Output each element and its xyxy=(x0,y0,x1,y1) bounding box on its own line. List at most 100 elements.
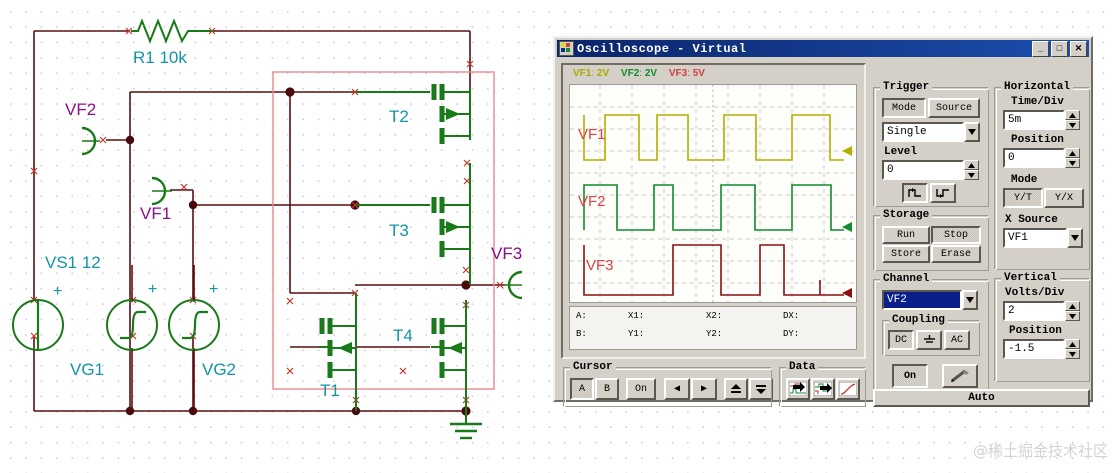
h-position-label: Position xyxy=(1011,134,1064,146)
trace-vf1 xyxy=(583,114,844,161)
oscilloscope-window[interactable]: Oscilloscope - Virtual _ □ ✕ VF1: 2V VF2… xyxy=(553,36,1093,407)
window-controls[interactable]: _ □ ✕ xyxy=(1032,40,1089,57)
trigger-level-label: Level xyxy=(884,146,918,158)
xsource-value[interactable]: VF1 xyxy=(1003,228,1067,248)
timediv-up[interactable] xyxy=(1065,110,1080,120)
mode-yt-button[interactable]: Y/T xyxy=(1003,188,1043,208)
cursor-up-button[interactable] xyxy=(724,378,748,400)
trigger-mode-button[interactable]: Mode xyxy=(882,98,926,118)
voltsdiv-up[interactable] xyxy=(1065,301,1080,311)
import-arrow-icon xyxy=(789,382,807,396)
app-icon xyxy=(559,41,574,56)
trigger-level-input[interactable]: 0 xyxy=(882,160,964,180)
mode-yx-button[interactable]: Y/X xyxy=(1044,188,1084,208)
h-position-down[interactable] xyxy=(1065,158,1080,168)
minimize-button[interactable]: _ xyxy=(1032,40,1049,57)
readout-dy: DY: xyxy=(783,329,800,339)
readout-y1: Y1: xyxy=(628,329,645,339)
trace-vf3 xyxy=(583,244,844,296)
label-t4: T4 xyxy=(393,326,413,345)
v-position-up[interactable] xyxy=(1065,339,1080,349)
h-position-spinner[interactable] xyxy=(1065,148,1080,168)
coupling-gnd-button[interactable] xyxy=(916,330,942,350)
timediv-down[interactable] xyxy=(1065,120,1080,130)
data-export-button[interactable] xyxy=(811,378,835,400)
voltsdiv-input[interactable]: 2 xyxy=(1003,301,1065,321)
trigger-falling-edge-button[interactable] xyxy=(930,183,956,203)
cursor-a-button[interactable]: A xyxy=(570,378,594,400)
label-vf3: VF3 xyxy=(491,244,523,263)
wire-network xyxy=(33,30,505,412)
xsource-dropdown-arrow[interactable] xyxy=(1067,228,1083,248)
v-position-input[interactable]: -1.5 xyxy=(1003,339,1065,359)
trigger-rising-edge-button[interactable] xyxy=(902,183,928,203)
voltsdiv-spinner[interactable] xyxy=(1065,301,1080,321)
timediv-input[interactable]: 5m xyxy=(1003,110,1065,130)
legend-vf3-value: 5V xyxy=(692,68,705,79)
trigger-source-button[interactable]: Source xyxy=(928,98,980,118)
readout-a: A: xyxy=(576,311,587,321)
auto-button[interactable]: Auto xyxy=(873,389,1090,407)
data-import-button[interactable] xyxy=(786,378,810,400)
storage-store-button[interactable]: Store xyxy=(882,245,930,263)
channel-dropdown-arrow[interactable] xyxy=(962,290,978,310)
trigger-level-up[interactable] xyxy=(964,160,979,170)
legend-vf1-name: VF1 xyxy=(573,68,592,79)
channel-color-button[interactable] xyxy=(942,364,978,388)
voltsdiv-down[interactable] xyxy=(1065,311,1080,321)
coupling-ac-button[interactable]: AC xyxy=(944,330,970,350)
legend-vf2-value: 2V xyxy=(644,68,658,79)
svg-text:+: + xyxy=(148,281,157,298)
trace-vf2 xyxy=(583,184,844,231)
trace-label-vf1: VF1 xyxy=(578,126,606,143)
storage-erase-button[interactable]: Erase xyxy=(931,245,981,263)
legend-vf1: VF1: 2V xyxy=(573,68,610,79)
timediv-spinner[interactable] xyxy=(1065,110,1080,130)
label-vg1: VG1 xyxy=(70,360,105,379)
data-graph-button[interactable] xyxy=(836,378,860,400)
v-position-down[interactable] xyxy=(1065,349,1080,359)
coupling-dc-button[interactable]: DC xyxy=(888,330,914,350)
legend-vf1-value: 2V xyxy=(596,68,610,79)
data-group: Data xyxy=(779,361,866,407)
channel-select-value[interactable]: VF2 xyxy=(882,290,962,310)
legend-vf3: VF3: 5V xyxy=(668,68,705,79)
waveform-screen[interactable]: VF1 VF2 VF3 xyxy=(569,84,857,303)
cursor-left-button[interactable]: ◀ xyxy=(664,378,690,400)
display-panel: VF1: 2V VF2: 2V VF3: 5V xyxy=(561,63,866,359)
cursor-on-button[interactable]: On xyxy=(626,378,656,400)
readout-x2: X2: xyxy=(706,311,723,321)
trigger-mode-value[interactable]: Single xyxy=(882,122,964,142)
subcircuit-boundary xyxy=(272,71,495,390)
trigger-level-down[interactable] xyxy=(964,170,979,180)
timediv-label: Time/Div xyxy=(1011,96,1064,108)
readout-dx: DX: xyxy=(783,311,800,321)
label-r1: R1 10k xyxy=(133,48,187,67)
graph-icon xyxy=(839,382,857,396)
v-position-spinner[interactable] xyxy=(1065,339,1080,359)
h-position-up[interactable] xyxy=(1065,148,1080,158)
coupling-group: Coupling DC AC xyxy=(882,314,980,356)
cursor-b-button[interactable]: B xyxy=(595,378,619,400)
window-titlebar[interactable]: Oscilloscope - Virtual _ □ ✕ xyxy=(557,40,1089,57)
close-button[interactable]: ✕ xyxy=(1070,40,1087,57)
mosfet-t3 xyxy=(356,163,471,285)
chevron-down-icon xyxy=(968,129,976,135)
label-t1: T1 xyxy=(320,381,340,400)
cursor-down-button[interactable] xyxy=(749,378,773,400)
channel-on-button[interactable]: On xyxy=(892,364,928,388)
label-vg2: VG2 xyxy=(202,360,237,379)
trigger-mode-dropdown-arrow[interactable] xyxy=(964,122,980,142)
h-position-input[interactable]: 0 xyxy=(1003,148,1065,168)
storage-run-button[interactable]: Run xyxy=(882,226,930,244)
trigger-level-spinner[interactable] xyxy=(964,160,979,180)
storage-stop-button[interactable]: Stop xyxy=(931,226,981,244)
v-position-label: Position xyxy=(1009,325,1062,337)
readout-y2: Y2: xyxy=(706,329,723,339)
voltsdiv-label: Volts/Div xyxy=(1005,287,1065,299)
cursor-right-button[interactable]: ▶ xyxy=(691,378,717,400)
cursor-group: Cursor A B On ◀ ▶ xyxy=(563,361,773,407)
label-vs1: VS1 12 xyxy=(45,253,101,272)
maximize-button[interactable]: □ xyxy=(1051,40,1068,57)
h-mode-label: Mode xyxy=(1011,174,1038,186)
